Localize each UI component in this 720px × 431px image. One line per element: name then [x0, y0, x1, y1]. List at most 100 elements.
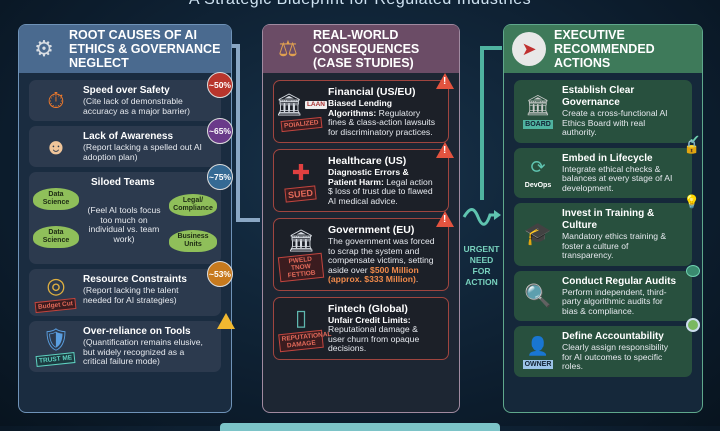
action-desc: Integrate ethical checks & balances at e… — [562, 163, 673, 193]
connector-arrow — [236, 44, 240, 218]
cause-desc: (Feel AI tools focus too much on individ… — [87, 205, 161, 244]
bank-loan-icon: 🏛LAAN POIALIZED — [275, 86, 327, 137]
panel-heading: Root Causes of AI Ethics & Governance Ne… — [69, 28, 221, 70]
island-data-science: Data Science — [33, 226, 79, 248]
bank-icon: 🏛 — [275, 92, 303, 117]
government-building-megaphone-icon: 🏛PWELD TNOW FETTIOB — [277, 224, 325, 285]
cause-card: Siloed Teams ~75% Data Science Data Scie… — [29, 164, 233, 264]
compass-shield-icon: ➤ — [512, 32, 546, 66]
case-card: ▯REPUTATIONAL DAMAGE Fintech (Global)Unf… — [273, 296, 449, 360]
padlock-icon: 🔒 — [683, 138, 700, 154]
fine-amount: $500 Million (approx. $333 Million) — [328, 264, 419, 284]
owner-tag: OWNER — [522, 359, 554, 369]
cause-title: Siloed Teams — [91, 177, 155, 188]
warning-icon: ! — [436, 73, 454, 89]
connector-arrow — [236, 218, 260, 222]
trust-me-stamp: TRUST ME — [35, 351, 77, 367]
action-desc: Clearly assign responsibility for AI out… — [562, 342, 669, 371]
document-magnifier-icon: 🔍 — [524, 282, 552, 308]
devops-cycle-icon: ⟳DevOps — [524, 157, 552, 190]
certified-seal-icon — [686, 264, 700, 277]
coins-budget-cut-icon: ◎Budget Cut — [34, 274, 78, 314]
case-subtitle: Biased Lending Algorithms: — [328, 98, 392, 118]
stat-badge: ~50% — [207, 72, 233, 98]
gavel-circuit-icon: ⚖ — [278, 36, 298, 61]
penalized-stamp: POIALIZED — [280, 116, 322, 133]
graduation-handshake-icon: 🎓 — [524, 221, 552, 247]
warning-icon: ! — [436, 211, 454, 227]
page-title: A Strategic Blueprint for Regulated Indu… — [0, 0, 720, 9]
warning-icon — [217, 313, 235, 329]
connector-arrow — [480, 46, 502, 50]
root-causes-panel: ⚙ Root Causes of AI Ethics & Governance … — [18, 24, 235, 413]
cause-card: ◎Budget Cut Resource Constraints(Report … — [29, 261, 233, 316]
magic-wand-shield-icon: 🛡TRUST ME — [34, 326, 78, 367]
warning-icon: ! — [436, 142, 454, 158]
cause-title: Speed over Safety — [83, 85, 170, 96]
case-desc: Legal action $ loss of trust due to flaw… — [328, 176, 433, 206]
cause-card: ☻ Lack of Awareness(Report lacking a spe… — [29, 118, 233, 167]
connector-arrow — [480, 50, 484, 200]
lightbulb-icon: 💡 — [683, 194, 700, 209]
case-card: 🏛PWELD TNOW FETTIOB Government (EU)The g… — [273, 211, 454, 291]
hospital-broken-heart-icon: ✚SUED — [279, 155, 323, 206]
cause-desc: (Quantification remains elusive, but wid… — [83, 337, 203, 366]
urgent-need-label: URGENT NEED FOR ACTION — [463, 244, 500, 287]
stamp: PWELD TNOW FETTIOB — [277, 252, 325, 282]
case-title: Government (EU) — [328, 224, 415, 236]
island-legal-compliance: Legal/ Compliance — [169, 194, 217, 216]
action-title: Conduct Regular Audits — [562, 275, 677, 287]
island-business-units: Business Units — [169, 230, 217, 252]
case-desc-end: . — [415, 274, 419, 284]
cause-card: ⏱ Speed over Safety(Cite lack of demonst… — [29, 72, 233, 121]
panel-heading: Real-World Consequences (Case Studies) — [313, 28, 420, 70]
actions-panel: ➤ Executive Recommended Actions 🏛BOARD E… — [503, 24, 703, 413]
stat-badge: ~53% — [207, 261, 233, 287]
loan-document-label: LAAN — [304, 101, 327, 109]
case-subtitle: Unfair Credit Limits: — [328, 314, 411, 325]
action-title: Embed in Lifecycle — [562, 152, 653, 164]
cause-card: 🛡TRUST ME Over-reliance on Tools(Quantif… — [29, 313, 235, 372]
cause-desc: (Report lacking a spelled out AI adoptio… — [83, 142, 202, 162]
case-desc: Regulatory fines & class-action lawsuits… — [328, 107, 435, 137]
stat-badge: ~75% — [207, 164, 233, 190]
case-title: Healthcare (US) — [328, 155, 407, 167]
wave-arrow-icon — [462, 208, 501, 226]
phone-credit-card-sad-icon: ▯REPUTATIONAL DAMAGE — [278, 303, 332, 354]
case-subtitle: Diagnostic Errors & Patient Harm: — [328, 167, 409, 187]
stopwatch-fire-icon: ⏱ — [47, 87, 65, 113]
devops-tag: DevOps — [524, 182, 552, 190]
action-desc: Perform independent, third-party algorit… — [562, 286, 667, 316]
bottom-banner — [220, 423, 500, 431]
broken-gear-icon: ⚙ — [34, 36, 54, 61]
case-card: 🏛LAAN POIALIZED Financial (US/EU)Biased … — [273, 73, 454, 143]
board-tag: BOARD — [523, 119, 553, 129]
panel-heading: Executive Recommended Actions — [554, 28, 655, 70]
case-title: Fintech (Global) — [328, 302, 408, 315]
cause-title: Resource Constraints — [83, 274, 187, 285]
case-desc: The government was forced to scrap the s… — [328, 236, 435, 275]
case-title: Financial (US/EU) — [328, 86, 416, 98]
checkmark-icon: ✔ — [689, 131, 700, 147]
cause-title: Lack of Awareness — [83, 131, 174, 142]
consequences-panel: ⚖ Real-World Consequences (Case Studies)… — [262, 24, 460, 413]
stat-badge: ~65% — [207, 118, 233, 144]
cause-title: Over-reliance on Tools — [83, 326, 191, 337]
reputational-damage-stamp: REPUTATIONAL DAMAGE — [278, 329, 332, 353]
action-title: Define Accountability — [562, 331, 664, 342]
action-desc: Create a cross-functional AI Ethics Boar… — [562, 108, 668, 137]
owner-person-icon: 👤OWNER — [522, 335, 554, 369]
case-card: ✚SUED Healthcare (US)Diagnostic Errors &… — [273, 142, 454, 212]
board-pillar-icon: 🏛BOARD — [523, 94, 553, 129]
cause-desc: (Report lacking the talent needed for AI… — [83, 285, 179, 305]
action-desc: Mandatory ethics training & foster a cul… — [562, 231, 667, 260]
action-title: Establish Clear Governance — [562, 85, 635, 108]
cause-desc: (Cite lack of demonstrable accuracy as a… — [83, 96, 190, 116]
award-ribbon-icon — [686, 318, 700, 332]
sued-stamp: SUED — [284, 184, 318, 203]
